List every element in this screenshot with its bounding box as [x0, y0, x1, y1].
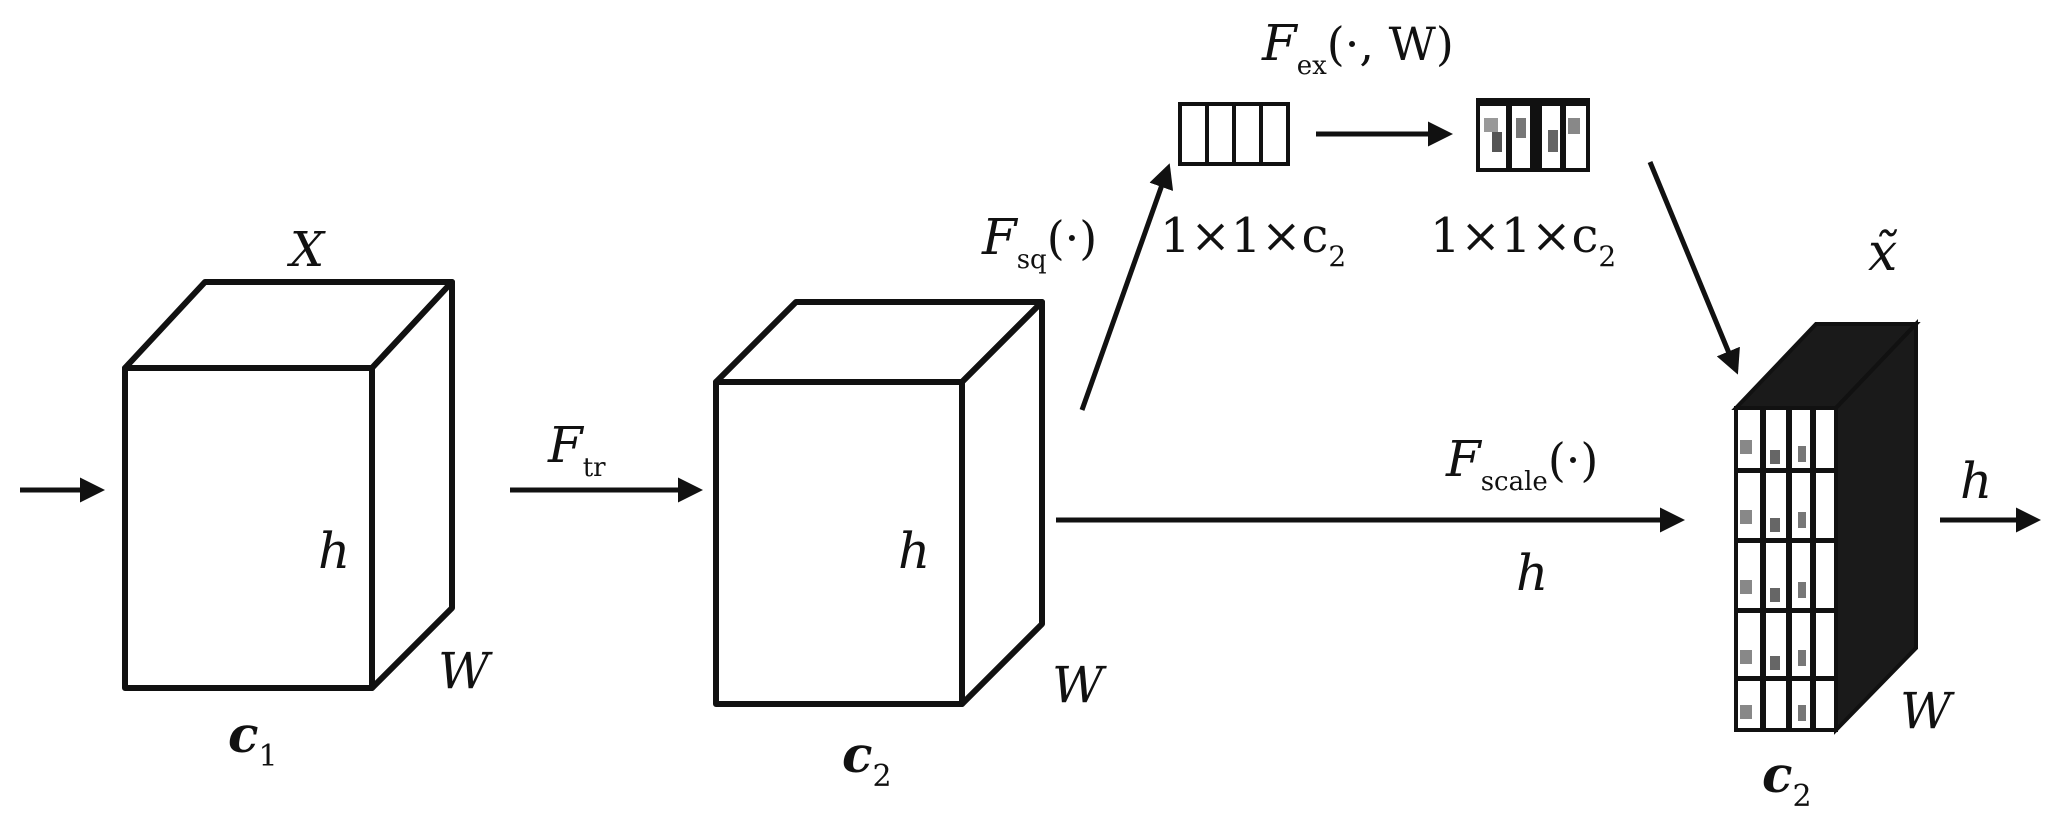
excite-to-output-arrow: [1647, 161, 1740, 375]
excite-vector: [1476, 98, 1590, 172]
mid-channel-label: c2: [842, 725, 892, 794]
output-height-label: h: [1960, 452, 1992, 510]
excite-label: Fex(·, W): [1261, 14, 1454, 81]
mid-channel-sub: 2: [872, 759, 891, 794]
squeeze-vector-dims: 1×1×c: [1160, 208, 1328, 264]
squeeze-vector-label: 1×1×c2: [1160, 208, 1346, 273]
transform-sub: tr: [583, 453, 606, 483]
squeeze-args: (·): [1047, 211, 1098, 265]
squeeze-arrow: [1079, 163, 1174, 411]
excite-vector-label: 1×1×c2: [1430, 208, 1616, 273]
output-top-label: x̃: [1868, 223, 1898, 283]
output-depth-label: W: [1900, 682, 1955, 740]
scale-sub: scale: [1481, 467, 1548, 497]
scale-args: (·): [1548, 433, 1599, 487]
output-channel-label: c2: [1762, 745, 1812, 814]
scale-label: Fscale(·): [1445, 430, 1598, 497]
input-channel-symbol: c: [228, 705, 258, 764]
mid-cube: [713, 299, 1045, 707]
output-channel-sub: 2: [1792, 779, 1811, 814]
excite-sub: ex: [1297, 51, 1327, 81]
squeeze-vector-sub: 2: [1328, 240, 1346, 273]
mid-channel-symbol: c: [842, 725, 872, 784]
output-cube: [1731, 319, 1921, 735]
input-height-label: h: [318, 522, 350, 580]
scale-height-label: h: [1516, 544, 1548, 602]
output-channel-symbol: c: [1762, 745, 1792, 804]
transform-symbol: F: [547, 416, 585, 474]
excite-vector-dims: 1×1×c: [1430, 208, 1598, 264]
excite-symbol: F: [1261, 14, 1299, 72]
input-depth-label: W: [438, 642, 493, 700]
squeeze-symbol: F: [981, 208, 1019, 266]
input-top-label: X: [286, 222, 326, 278]
excite-args: (·, W): [1327, 17, 1454, 71]
squeeze-sub: sq: [1017, 245, 1047, 275]
transform-label: Ftr: [547, 416, 606, 483]
squeeze-vector: [1178, 102, 1290, 166]
squeeze-label: Fsq(·): [981, 208, 1097, 275]
scale-symbol: F: [1445, 430, 1483, 488]
mid-height-label: h: [898, 522, 930, 580]
input-channel-label: c1: [228, 705, 278, 774]
input-cube: [122, 279, 455, 691]
excite-vector-sub: 2: [1598, 240, 1616, 273]
input-channel-sub: 1: [258, 739, 277, 774]
mid-depth-label: W: [1052, 656, 1107, 714]
